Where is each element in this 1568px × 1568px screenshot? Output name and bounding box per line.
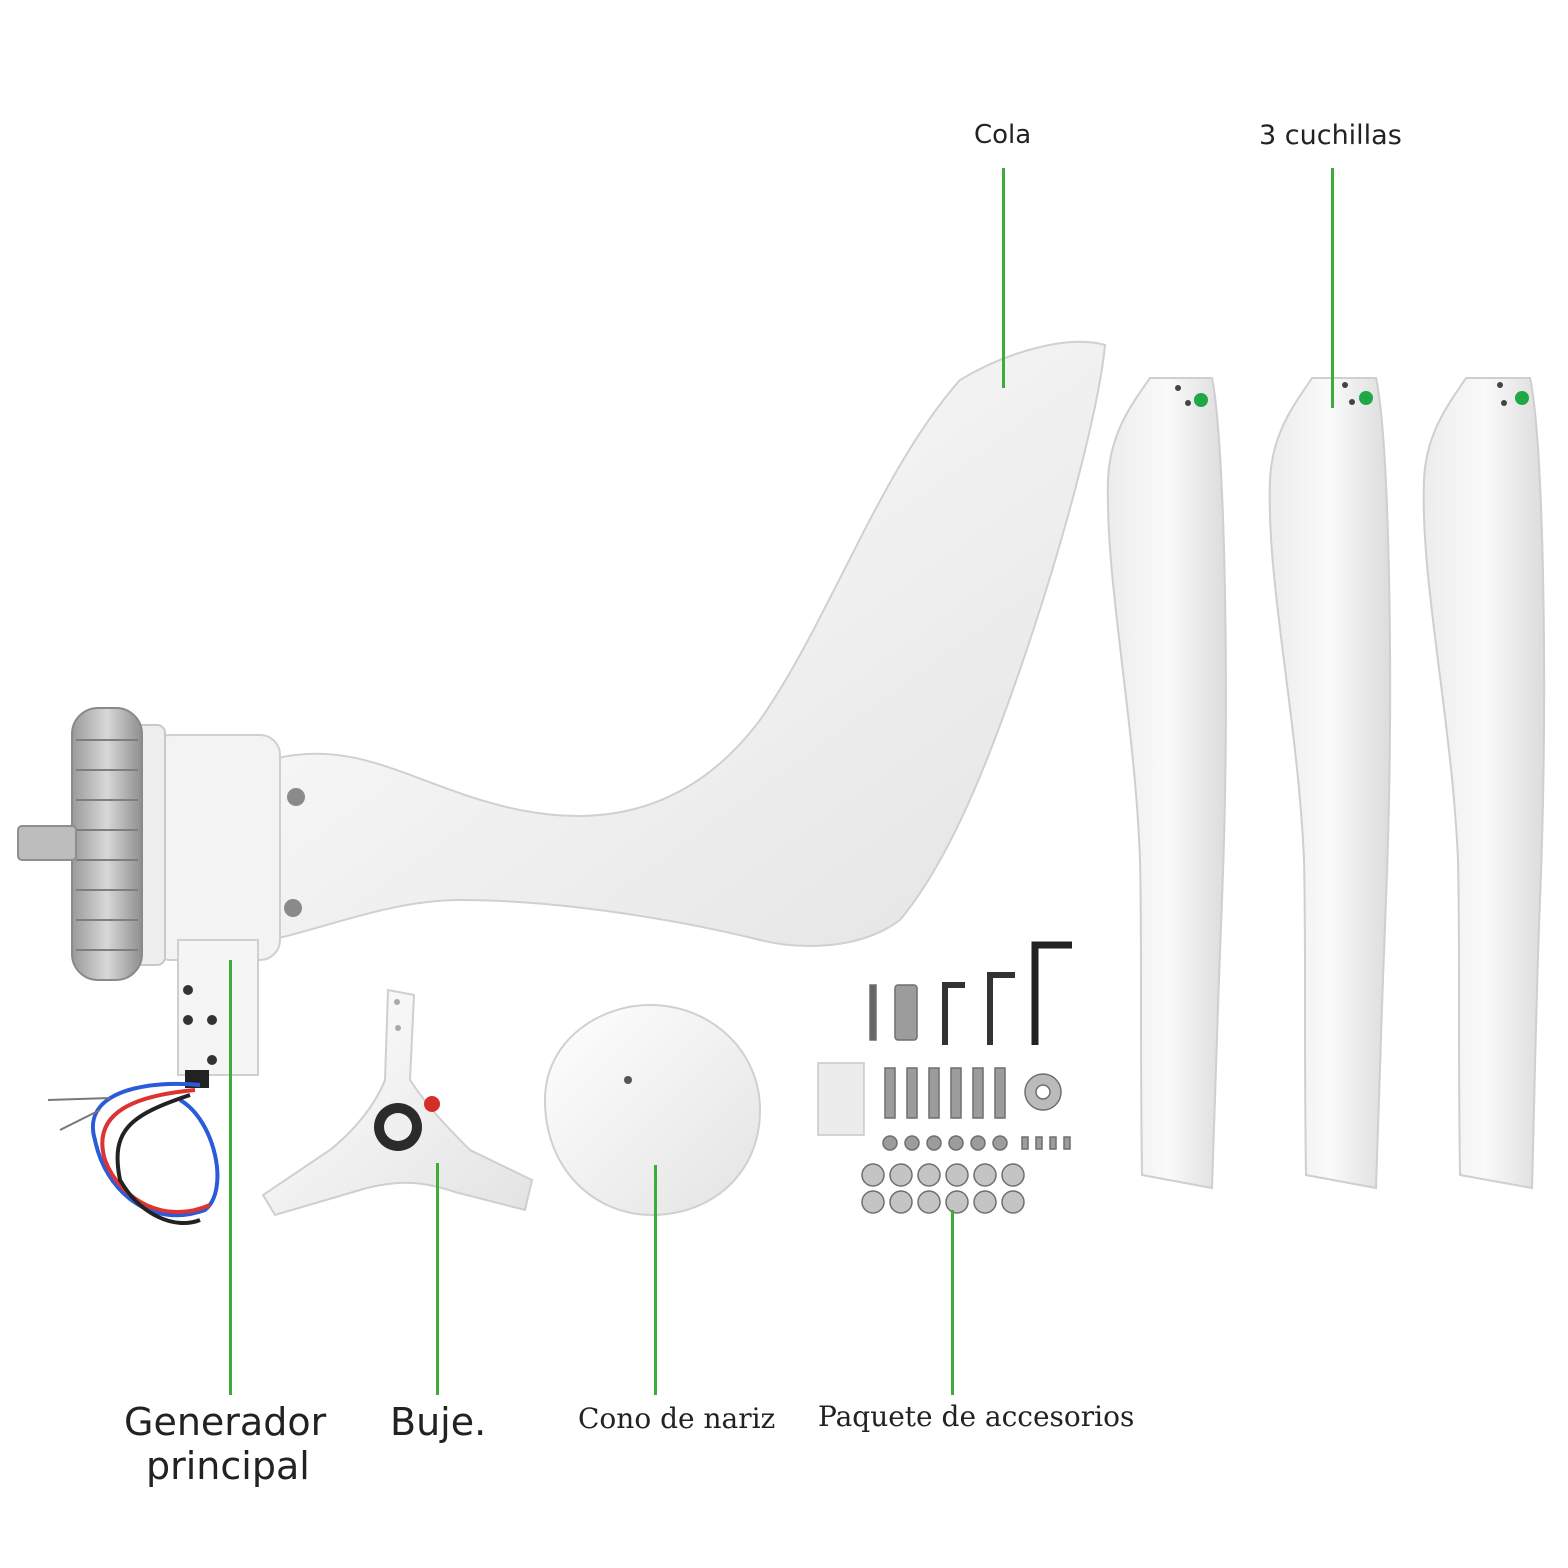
blade-2 — [1268, 377, 1392, 1190]
accessory-pack-part — [817, 941, 1072, 1214]
generator-label-line2: principal — [146, 1444, 310, 1488]
nose-cone-label: Cono de nariz — [578, 1402, 776, 1435]
hub-leader-line — [436, 1163, 439, 1395]
blades-leader-line — [1331, 168, 1334, 408]
blade-1 — [1106, 377, 1227, 1190]
generator-leader-line — [229, 960, 232, 1395]
hub-part — [261, 988, 534, 1217]
tail-label: Cola — [974, 120, 1032, 150]
generator-label-line1: Generador — [124, 1400, 327, 1444]
hub-label: Buje. — [390, 1400, 487, 1444]
tail-and-body-part — [17, 340, 1107, 1088]
accessories-label: Paquete de accesorios — [818, 1400, 1135, 1433]
generator-wires — [47, 1081, 220, 1226]
tail-leader-line — [1002, 168, 1005, 388]
accessories-leader-line — [951, 1210, 954, 1395]
blades-label: 3 cuchillas — [1259, 120, 1402, 151]
nose-cone-leader-line — [654, 1165, 657, 1395]
nose-cone-part — [543, 1003, 762, 1217]
blade-3 — [1422, 377, 1546, 1190]
